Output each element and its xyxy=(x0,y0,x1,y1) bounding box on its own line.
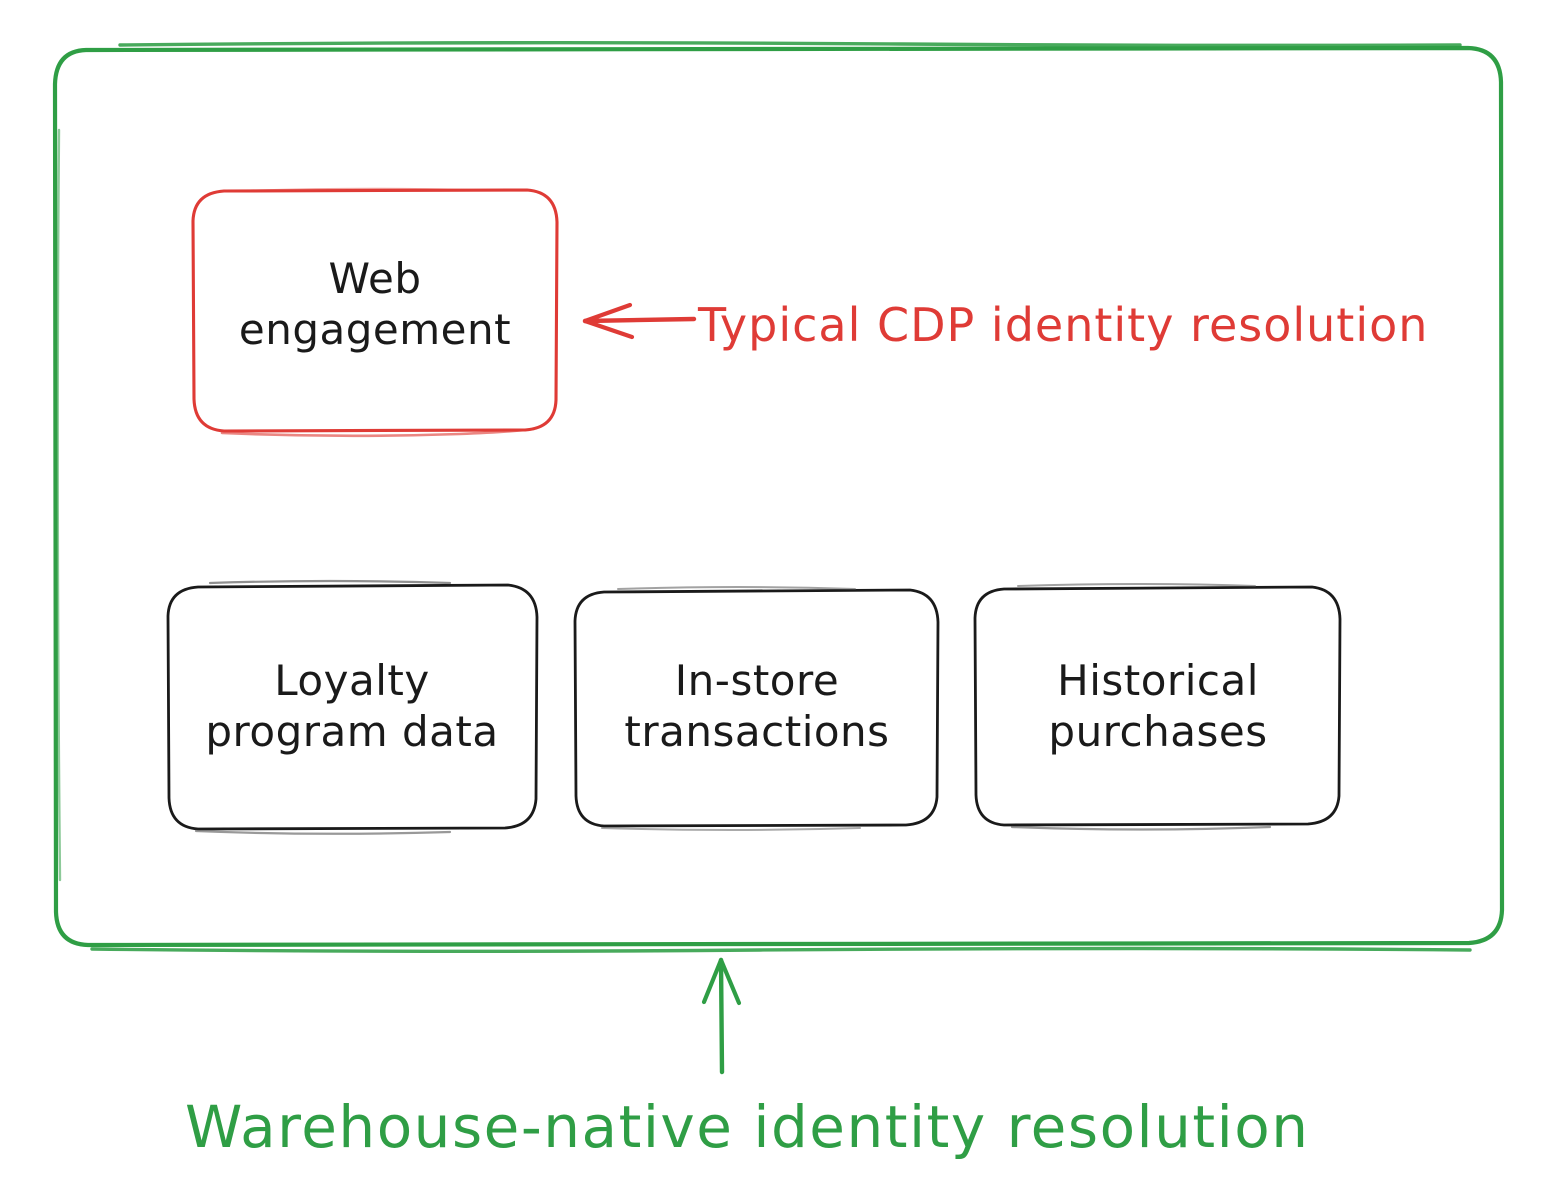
historical-outline xyxy=(973,585,1342,827)
loyalty-top-overdraw xyxy=(208,579,452,585)
box-historical-purchases[interactable] xyxy=(973,583,1342,831)
warehouse-native-scope-container[interactable] xyxy=(52,41,1505,953)
loyalty-outline xyxy=(166,583,539,831)
box-label-historical-purchases: Historical purchases xyxy=(1048,656,1268,757)
green-container-bottom-overdraw xyxy=(90,946,1472,953)
web-engagement-bottom-overdraw xyxy=(220,427,536,438)
green-container-top-overdraw xyxy=(118,41,1462,48)
green-container-outline xyxy=(52,45,1505,948)
instore-bottom-overdraw xyxy=(601,827,861,831)
box-loyalty-program-data[interactable] xyxy=(166,579,539,835)
box-label-loyalty-program-data: Loyalty program data xyxy=(205,656,499,757)
warehouse-annotation-arrow-icon xyxy=(701,957,742,1075)
instore-outline xyxy=(573,588,940,828)
green-container-left-overdraw xyxy=(56,128,62,882)
historical-top-overdraw xyxy=(1017,583,1256,587)
web-engagement-top-overdraw xyxy=(235,187,471,192)
box-in-store-transactions[interactable] xyxy=(573,586,940,831)
annotation-warehouse-native-identity-resolution: Warehouse-native identity resolution xyxy=(185,1093,1310,1161)
annotation-typical-cdp-identity-resolution: Typical CDP identity resolution xyxy=(698,298,1429,352)
cdp-annotation-arrow-icon xyxy=(582,302,697,340)
loyalty-bottom-overdraw xyxy=(194,829,452,835)
instore-top-overdraw xyxy=(617,586,856,590)
box-label-web-engagement: Web engagement xyxy=(238,254,512,355)
historical-bottom-overdraw xyxy=(1010,825,1272,831)
box-label-in-store-transactions: In-store transactions xyxy=(624,656,890,757)
box-web-engagement[interactable] xyxy=(191,187,559,438)
